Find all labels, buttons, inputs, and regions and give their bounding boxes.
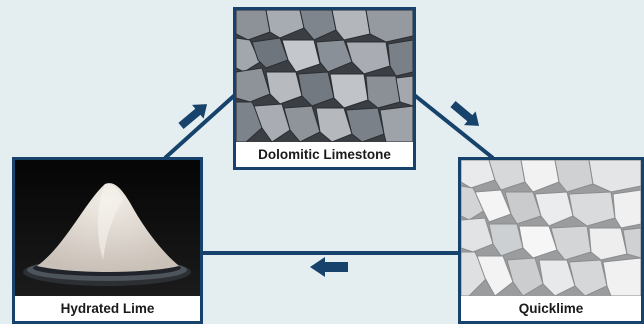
stage-card-quicklime: Quicklime (458, 157, 644, 324)
arrow-left-icon (310, 257, 348, 277)
limestone-rocks-image (236, 10, 413, 142)
stage-label-hydrated-lime: Hydrated Lime (15, 296, 200, 321)
stage-label-limestone: Dolomitic Limestone (236, 142, 413, 167)
stage-card-limestone: Dolomitic Limestone (233, 7, 416, 170)
stage-card-hydrated-lime: Hydrated Lime (12, 157, 203, 324)
connector-hydrated-to-limestone (163, 92, 238, 160)
stage-label-quicklime: Quicklime (461, 296, 641, 321)
arrow-up-right-icon (178, 104, 208, 129)
quicklime-rocks-image (461, 160, 641, 296)
connector-limestone-to-quicklime (411, 92, 495, 160)
arrow-down-right-icon (450, 101, 480, 126)
hydrated-lime-powder-image (15, 160, 200, 296)
